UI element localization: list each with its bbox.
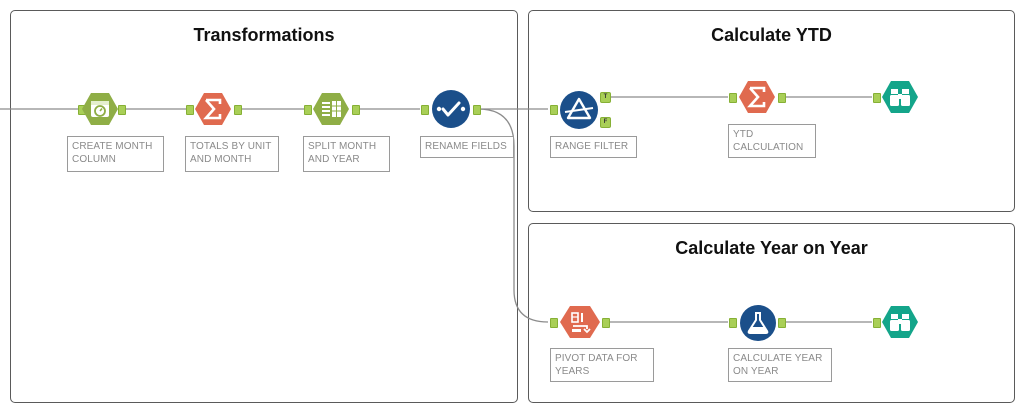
- browse-ytd-tool[interactable]: [882, 80, 918, 114]
- container-title: Calculate Year on Year: [675, 238, 868, 258]
- range-filter-tool[interactable]: [559, 90, 599, 130]
- cross-tab-icon: [560, 306, 600, 338]
- output-anchor[interactable]: [118, 105, 126, 115]
- tool-annotation: RANGE FILTER: [550, 136, 637, 158]
- output-anchor[interactable]: [473, 105, 481, 115]
- tool-annotation: YTD CALCULATION: [728, 124, 816, 158]
- tool-annotation: RENAME FIELDS: [420, 136, 514, 158]
- tool-annotation: SPLIT MONTH AND YEAR: [303, 136, 390, 172]
- tool-annotation: TOTALS BY UNIT AND MONTH: [185, 136, 279, 172]
- split-month-year-tool[interactable]: [313, 92, 349, 126]
- filter-icon: [560, 91, 598, 129]
- formula-icon: [82, 93, 118, 125]
- select-icon: [432, 90, 470, 128]
- tool-annotation: PIVOT DATA FOR YEARS: [550, 348, 654, 382]
- wire-rename-to-pivot: [477, 108, 549, 323]
- container-title: Transformations: [193, 25, 335, 45]
- input-anchor[interactable]: [186, 105, 194, 115]
- input-anchor[interactable]: [873, 93, 881, 103]
- container-transformations[interactable]: Transformations: [10, 10, 518, 403]
- create-month-column-tool[interactable]: [82, 92, 118, 126]
- calculate-year-on-year-tool[interactable]: [739, 304, 777, 342]
- output-anchor[interactable]: [234, 105, 242, 115]
- browse-icon: [882, 81, 918, 113]
- input-anchor[interactable]: [729, 93, 737, 103]
- ytd-calculation-tool[interactable]: [739, 80, 775, 114]
- summarize-icon: [739, 81, 775, 113]
- true-anchor[interactable]: T: [600, 92, 611, 103]
- input-anchor[interactable]: [873, 318, 881, 328]
- output-anchor[interactable]: [352, 105, 360, 115]
- rename-fields-tool[interactable]: [431, 89, 471, 129]
- input-anchor[interactable]: [421, 105, 429, 115]
- totals-by-unit-tool[interactable]: [195, 92, 231, 126]
- output-anchor[interactable]: [778, 93, 786, 103]
- input-anchor[interactable]: [550, 105, 558, 115]
- formula-icon: [740, 305, 776, 341]
- output-anchor[interactable]: [778, 318, 786, 328]
- input-anchor[interactable]: [550, 318, 558, 328]
- container-title: Calculate YTD: [711, 25, 832, 45]
- tool-annotation: CREATE MONTH COLUMN: [67, 136, 164, 172]
- output-anchor[interactable]: [602, 318, 610, 328]
- tool-annotation: CALCULATE YEAR ON YEAR: [728, 348, 832, 382]
- summarize-icon: [195, 93, 231, 125]
- false-anchor[interactable]: F: [600, 117, 611, 128]
- text-to-columns-icon: [313, 93, 349, 125]
- pivot-data-tool[interactable]: [560, 305, 600, 339]
- input-anchor[interactable]: [729, 318, 737, 328]
- browse-yoy-tool[interactable]: [882, 305, 918, 339]
- container-calculate-ytd[interactable]: Calculate YTD: [528, 10, 1015, 212]
- browse-icon: [882, 306, 918, 338]
- input-anchor[interactable]: [304, 105, 312, 115]
